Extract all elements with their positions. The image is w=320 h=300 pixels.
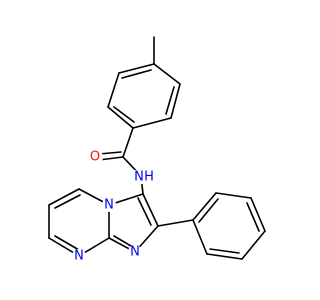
bond-tolyl-3 <box>107 106 134 129</box>
amide-nitrogen-label: N <box>134 170 144 185</box>
bridgehead-nitrogen-label: N <box>104 198 114 213</box>
atom-imidazole-nitrogen: N <box>128 245 142 260</box>
bonds <box>48 36 266 260</box>
bond-tolyl-5 <box>170 83 181 119</box>
atom-amide-nitrogen: N H <box>131 170 155 185</box>
bond-ph-5-inner <box>209 248 240 254</box>
bond-tolyl-1-inner <box>121 69 152 79</box>
structure-diagram: O N H N N N <box>48 36 266 264</box>
bond-ph-2 <box>215 192 252 199</box>
bond-c5-c6 <box>48 188 80 206</box>
bond-ph-5 <box>206 253 243 260</box>
bond-ph-1-inner <box>198 198 219 223</box>
bond-tolyl-5-inner <box>165 86 175 115</box>
bond-c3-c2-inner <box>137 197 152 226</box>
bond-n1-c8a-inner <box>113 235 132 247</box>
bond-tolyl-4 <box>132 117 172 129</box>
imidazole-nitrogen-label: N <box>130 245 140 260</box>
bond-ph-3-inner <box>246 202 260 232</box>
bond-c5-c6-inner <box>54 194 81 209</box>
bond-tolyl-1 <box>118 63 155 74</box>
bond-ring-carbonyl <box>122 127 134 158</box>
bond-carbonyl-o-2 <box>98 151 122 155</box>
atom-labels: O N H N N N <box>72 149 155 264</box>
bond-tolyl-6 <box>153 63 181 85</box>
atom-pyrimidine-nitrogen: N <box>72 249 86 264</box>
atom-oxygen: O <box>87 149 103 165</box>
amide-hydrogen-label: H <box>144 170 154 185</box>
bond-tolyl-2 <box>107 72 120 108</box>
bond-carbonyl-o-1 <box>98 156 124 161</box>
molecule-canvas: O N H N N N <box>48 36 266 264</box>
bond-ph-4 <box>241 230 266 260</box>
bond-ph-3 <box>250 197 266 232</box>
bond-c7-n8-inner <box>54 235 80 251</box>
atom-bridgehead-nitrogen: N <box>102 198 116 213</box>
bond-ph-6 <box>192 219 208 255</box>
pyrimidine-nitrogen-label: N <box>74 249 84 264</box>
bond-c3-c2 <box>142 193 159 227</box>
bond-ph-1 <box>192 192 217 221</box>
bond-tolyl-3-inner <box>113 106 135 123</box>
bond-c2-phenyl <box>157 219 194 227</box>
oxygen-label: O <box>90 150 100 165</box>
